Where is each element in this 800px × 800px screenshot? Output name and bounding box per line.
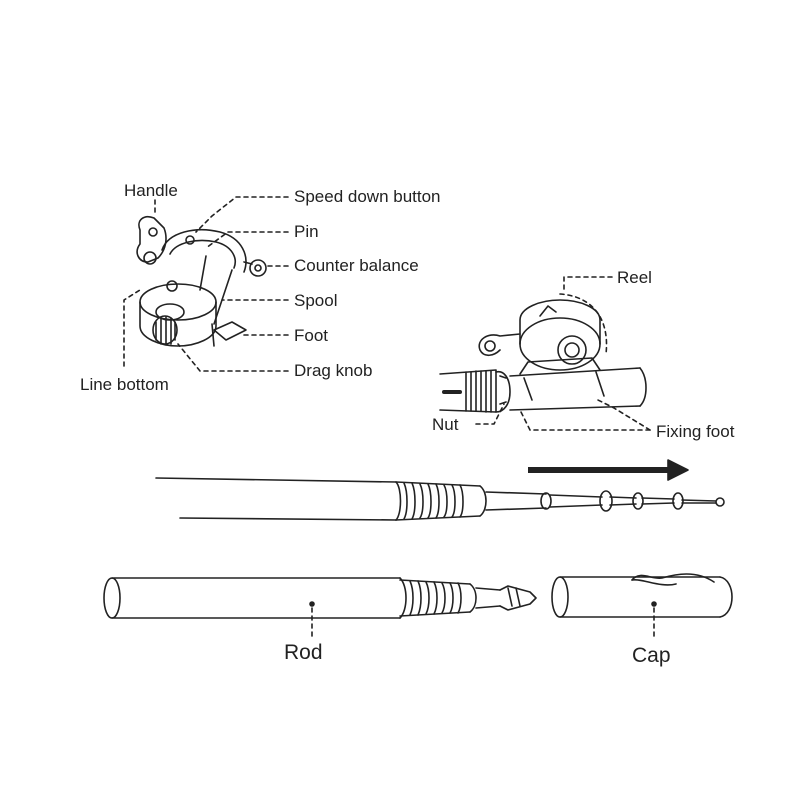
label-nut: Nut [432,415,459,434]
label-drag-knob: Drag knob [294,361,373,380]
rod-cap-leader-lines [311,607,655,641]
label-fixing-foot: Fixing foot [656,422,735,441]
label-pin: Pin [294,222,319,241]
assembly-leader-lines [475,276,651,431]
label-rod: Rod [284,641,323,664]
extended-rod-drawing [155,459,725,521]
reel-leader-lines [123,196,289,372]
reel-exploded-drawing [136,215,267,347]
label-counter-balance: Counter balance [294,256,419,275]
reel-assembly-drawing [439,299,647,413]
label-line-bottom: Line bottom [80,375,169,394]
cap-drawing [551,573,733,618]
label-reel: Reel [617,268,652,287]
label-speed-down-button: Speed down button [294,187,441,206]
collapsed-rod-drawing [103,577,537,619]
label-spool: Spool [294,291,338,310]
label-cap: Cap [632,644,671,667]
label-foot: Foot [294,326,329,345]
label-handle: Handle [124,181,178,200]
